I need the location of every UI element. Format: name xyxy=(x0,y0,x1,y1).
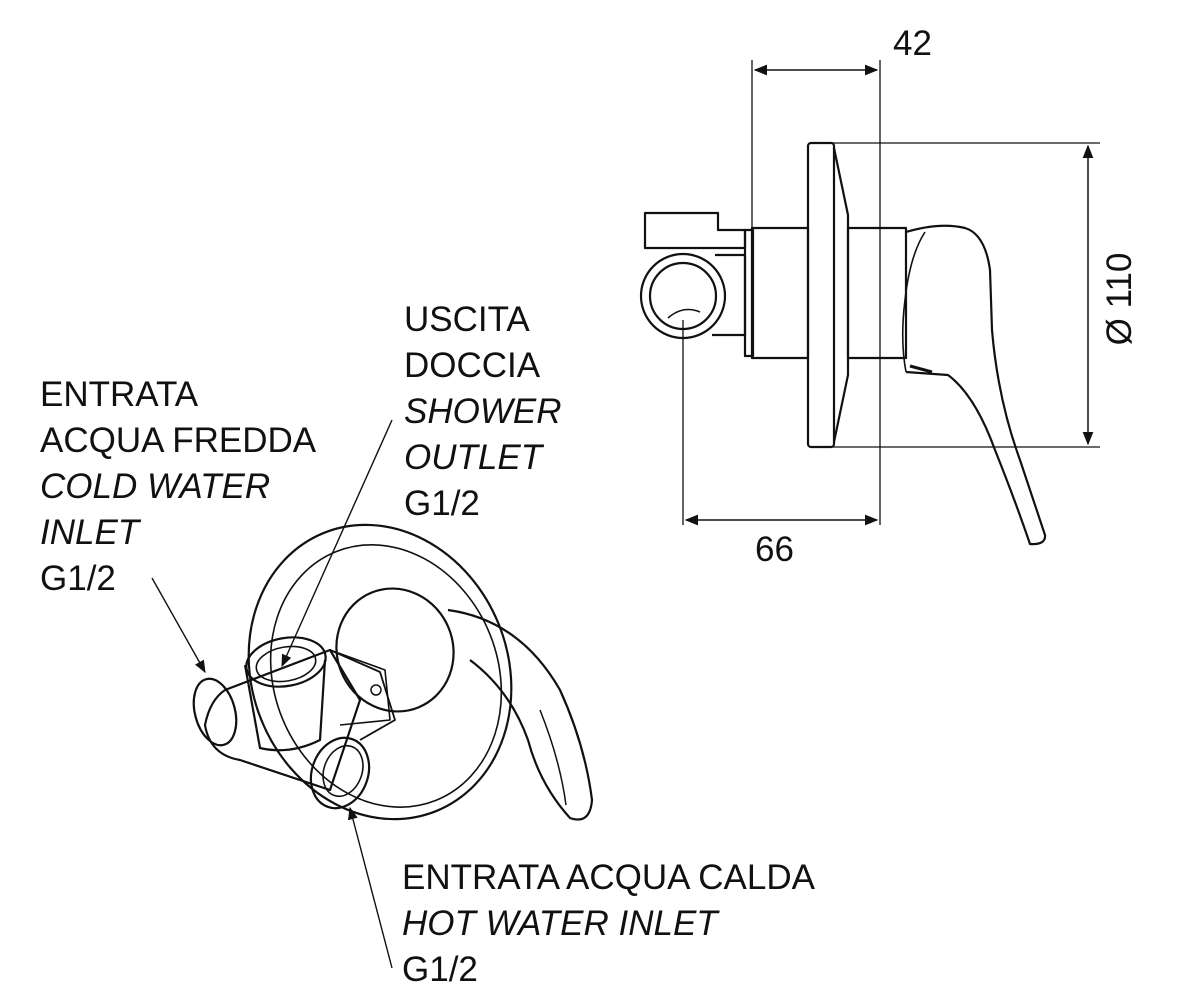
leader-shower-outlet xyxy=(281,419,393,668)
cold-inlet-it-2: ACQUA FREDDA xyxy=(40,421,317,460)
dimension-110-label: Ø 110 xyxy=(1100,252,1139,346)
top-fitting xyxy=(643,211,747,250)
cold-inlet-pipe xyxy=(192,677,238,747)
leader-hot-inlet xyxy=(348,806,393,969)
pipe-outer xyxy=(639,252,727,340)
cold-inlet-thread: G1/2 xyxy=(40,559,116,598)
valve-block xyxy=(203,648,362,792)
cap xyxy=(846,226,908,360)
lever-detail xyxy=(909,364,933,374)
rosette-outer xyxy=(247,523,513,821)
cold-inlet-label: ENTRATA ACQUA FREDDA COLD WATER INLET G1… xyxy=(40,372,316,602)
plate-chamfer xyxy=(832,147,850,443)
hot-inlet-label: ENTRATA ACQUA CALDA HOT WATER INLET G1/2 xyxy=(402,855,815,993)
lever-handle xyxy=(905,224,1047,546)
rosette-inner xyxy=(269,544,503,808)
dimension-66-label: 66 xyxy=(755,530,794,569)
shower-outlet-thread: G1/2 xyxy=(404,484,480,523)
cold-inlet-en-2: INLET xyxy=(40,513,140,552)
leader-cold-inlet xyxy=(151,577,206,674)
cap-front xyxy=(335,587,455,713)
wall-plate xyxy=(806,141,836,449)
hot-inlet-thread: G1/2 xyxy=(402,950,478,989)
shower-outlet-it-1: USCITA xyxy=(404,300,530,339)
dimension-42-label: 42 xyxy=(893,24,932,63)
side-view xyxy=(639,60,1100,546)
hot-inlet-it: ENTRATA ACQUA CALDA xyxy=(402,858,815,897)
cold-inlet-it-1: ENTRATA xyxy=(40,375,199,414)
valve-body xyxy=(750,226,810,360)
outlet-neck xyxy=(243,659,327,752)
hot-inlet-inner xyxy=(322,744,364,798)
shower-outlet-label: USCITA DOCCIA SHOWER OUTLET G1/2 xyxy=(404,297,562,527)
lever-perspective xyxy=(447,608,594,821)
screw xyxy=(370,684,382,696)
perspective-view xyxy=(192,523,594,821)
outlet-inner xyxy=(255,645,317,683)
pipe-hint xyxy=(667,308,701,319)
body-side xyxy=(329,649,396,741)
pipe-inner xyxy=(648,261,718,331)
shower-outlet-it-2: DOCCIA xyxy=(404,346,541,385)
outlet-outer xyxy=(245,636,327,688)
cold-inlet-en-1: COLD WATER xyxy=(40,467,271,506)
fixing-plate xyxy=(329,649,391,726)
pipe-connector xyxy=(712,253,747,337)
shower-outlet-en-1: SHOWER xyxy=(404,392,562,431)
lever-perspective-edge xyxy=(539,709,567,806)
leaders xyxy=(151,419,393,969)
hot-inlet-outer xyxy=(309,736,371,810)
shower-outlet-en-2: OUTLET xyxy=(404,438,543,477)
lever-edge xyxy=(901,231,926,373)
hot-inlet-en: HOT WATER INLET xyxy=(402,904,718,943)
